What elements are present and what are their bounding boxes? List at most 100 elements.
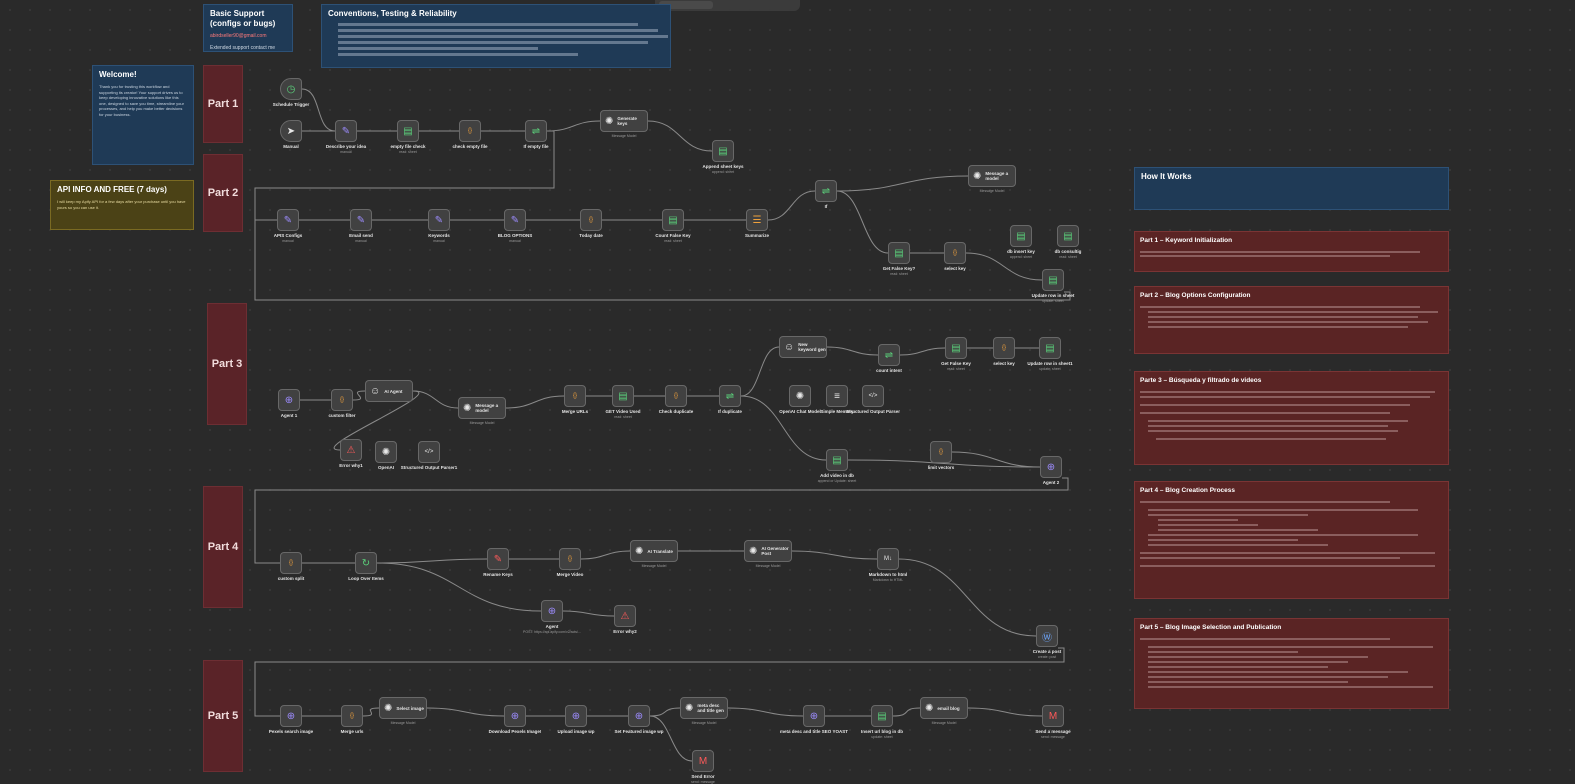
node-append[interactable]: ▤ (712, 140, 734, 162)
node-selectkey[interactable]: {} (944, 242, 966, 264)
connection-msgmodel2-mergeurls[interactable] (505, 395, 565, 409)
node-updaterow[interactable]: ▤ (1042, 269, 1064, 291)
node-genkeys[interactable]: ✺Generate keys (600, 110, 648, 132)
node-selectkey2[interactable]: {} (993, 337, 1015, 359)
node-summarize[interactable]: ☰ (746, 209, 768, 231)
part-3-label[interactable]: Part 3 (207, 303, 247, 425)
node-manual[interactable]: ➤ (280, 120, 302, 142)
node-countintent[interactable]: ⇌ (878, 344, 900, 366)
node-simplemem[interactable]: ≡ (826, 385, 848, 407)
connection-if2-getfalse[interactable] (836, 190, 889, 254)
node-checkdup[interactable]: {} (665, 385, 687, 407)
welcome-note[interactable]: Welcome! Thank you for trusting this wor… (92, 65, 194, 165)
connection-addvideo-agent2[interactable] (847, 459, 1041, 468)
node-agent1[interactable]: ⊕ (278, 389, 300, 411)
node-msgmodel2[interactable]: ✺Message a model (458, 397, 506, 419)
node-selectimg[interactable]: ✺Select image (379, 697, 427, 719)
connection-agent2-customsplit-loop[interactable] (254, 477, 1069, 564)
node-getfalse[interactable]: ▤ (888, 242, 910, 264)
connection-insertblog-emailblog[interactable] (892, 707, 921, 717)
how-part-3[interactable]: Parte 3 – Búsqueda y filtrado de videos (1134, 371, 1449, 465)
connection-schedule-describe[interactable] (301, 88, 336, 132)
conventions-note[interactable]: Conventions, Testing & Reliability (321, 4, 671, 68)
connection-selectkey-updaterow[interactable] (965, 252, 1043, 281)
node-mergevideo[interactable]: {} (559, 548, 581, 570)
node-aiagent[interactable]: ☺AI Agent (365, 380, 413, 402)
connection-emailblog-sendmsg[interactable] (967, 707, 1043, 717)
node-errwhy1[interactable]: ⚠ (340, 439, 362, 461)
node-ifdup[interactable]: ⇌ (719, 385, 741, 407)
connection-ifempty-genkeys[interactable] (546, 120, 601, 132)
node-msgmodel[interactable]: ✺Message a model (968, 165, 1016, 187)
node-updaterow2[interactable]: ▤ (1039, 337, 1061, 359)
node-metadesc[interactable]: ✺meta desc and title gen (680, 697, 728, 719)
node-aigenpost[interactable]: ✺AI Generator Post (744, 540, 792, 562)
connection-ifdup-newkw[interactable] (740, 346, 780, 397)
connection-metadesc-metaseo[interactable] (727, 707, 804, 717)
node-openai[interactable]: ✺ (375, 441, 397, 463)
connection-ifdup-addvideo[interactable] (740, 395, 827, 461)
how-part-4[interactable]: Part 4 – Blog Creation Process (1134, 481, 1449, 599)
connection-agent-errwhy2[interactable] (562, 610, 615, 617)
node-emailsend[interactable]: ✎ (350, 209, 372, 231)
node-agent[interactable]: ⊕ (541, 600, 563, 622)
node-keywords[interactable]: ✎ (428, 209, 450, 231)
node-download[interactable]: ⊕ (504, 705, 526, 727)
connection-mergevideo-translate[interactable] (580, 550, 631, 560)
connection-aigenpost-md2html[interactable] (791, 550, 878, 560)
node-countfalse[interactable]: ▤ (662, 209, 684, 231)
how-part-2[interactable]: Part 2 – Blog Options Configuration (1134, 286, 1449, 354)
node-mergeurls[interactable]: {} (564, 385, 586, 407)
how-part-5[interactable]: Part 5 – Blog Image Selection and Public… (1134, 618, 1449, 709)
how-it-works-note[interactable]: How It Works (1134, 167, 1449, 210)
node-customsplit[interactable]: {} (280, 552, 302, 574)
node-createpost[interactable]: Ⓦ (1036, 625, 1058, 647)
api-note[interactable]: API INFO AND FREE (7 days) I will keep m… (50, 180, 194, 230)
node-apis[interactable]: ✎ (277, 209, 299, 231)
node-insertblog[interactable]: ▤ (871, 705, 893, 727)
node-sop[interactable]: </> (862, 385, 884, 407)
part-2-label[interactable]: Part 2 (203, 154, 243, 232)
node-md2html[interactable]: M↓ (877, 548, 899, 570)
connection-setfeat-senderr[interactable] (649, 715, 693, 762)
node-getvideo[interactable]: ▤ (612, 385, 634, 407)
connection-ifempty-apis-loop[interactable] (254, 130, 555, 221)
node-emailblog[interactable]: ✺email blog (920, 697, 968, 719)
node-openaichat[interactable]: ✺ (789, 385, 811, 407)
connection-if2-msgmodel[interactable] (836, 175, 969, 192)
node-loop[interactable]: ↻ (355, 552, 377, 574)
node-sendmsg[interactable]: M (1042, 705, 1064, 727)
node-rename[interactable]: ✎ (487, 548, 509, 570)
node-setfeat[interactable]: ⊕ (628, 705, 650, 727)
how-part-1[interactable]: Part 1 – Keyword Initialization (1134, 231, 1449, 272)
node-limitvectors[interactable]: {} (930, 441, 952, 463)
toolbar-tab[interactable] (659, 1, 713, 9)
connection-customfilter-aiagent[interactable] (352, 390, 366, 401)
node-ifempty[interactable]: ⇌ (525, 120, 547, 142)
node-translate[interactable]: ✺AI Translate (630, 540, 678, 562)
node-dbconsult[interactable]: ▤ (1057, 225, 1079, 247)
connection-mergeurls2-selectimg[interactable] (362, 707, 380, 717)
node-newkw[interactable]: ☺New keyword gen (779, 336, 827, 358)
support-note[interactable]: Basic Support (configs or bugs) abirdsel… (203, 4, 293, 52)
part-4-label[interactable]: Part 4 (203, 486, 243, 608)
connection-createpost-pexels-loop[interactable] (254, 647, 1065, 717)
node-if2[interactable]: ⇌ (815, 180, 837, 202)
top-toolbar[interactable] (655, 0, 800, 11)
node-blogopt[interactable]: ✎ (504, 209, 526, 231)
node-customfilter[interactable]: {} (331, 389, 353, 411)
connection-selectimg-download[interactable] (426, 707, 505, 717)
connection-genkeys-append[interactable] (647, 120, 713, 152)
node-getfalsekey[interactable]: ▤ (945, 337, 967, 359)
node-agent2[interactable]: ⊕ (1040, 456, 1062, 478)
node-describe[interactable]: ✎ (335, 120, 357, 142)
node-today[interactable]: {} (580, 209, 602, 231)
connection-aiagent-errwhy1[interactable] (333, 390, 420, 451)
connection-md2html-createpost[interactable] (898, 558, 1037, 637)
part-5-label[interactable]: Part 5 (203, 660, 243, 772)
connection-aiagent-msgmodel2[interactable] (412, 390, 459, 409)
connection-loop-rename[interactable] (376, 558, 488, 564)
node-emptycheck[interactable]: ▤ (397, 120, 419, 142)
connection-loop-agent[interactable] (376, 562, 542, 612)
node-upload[interactable]: ⊕ (565, 705, 587, 727)
